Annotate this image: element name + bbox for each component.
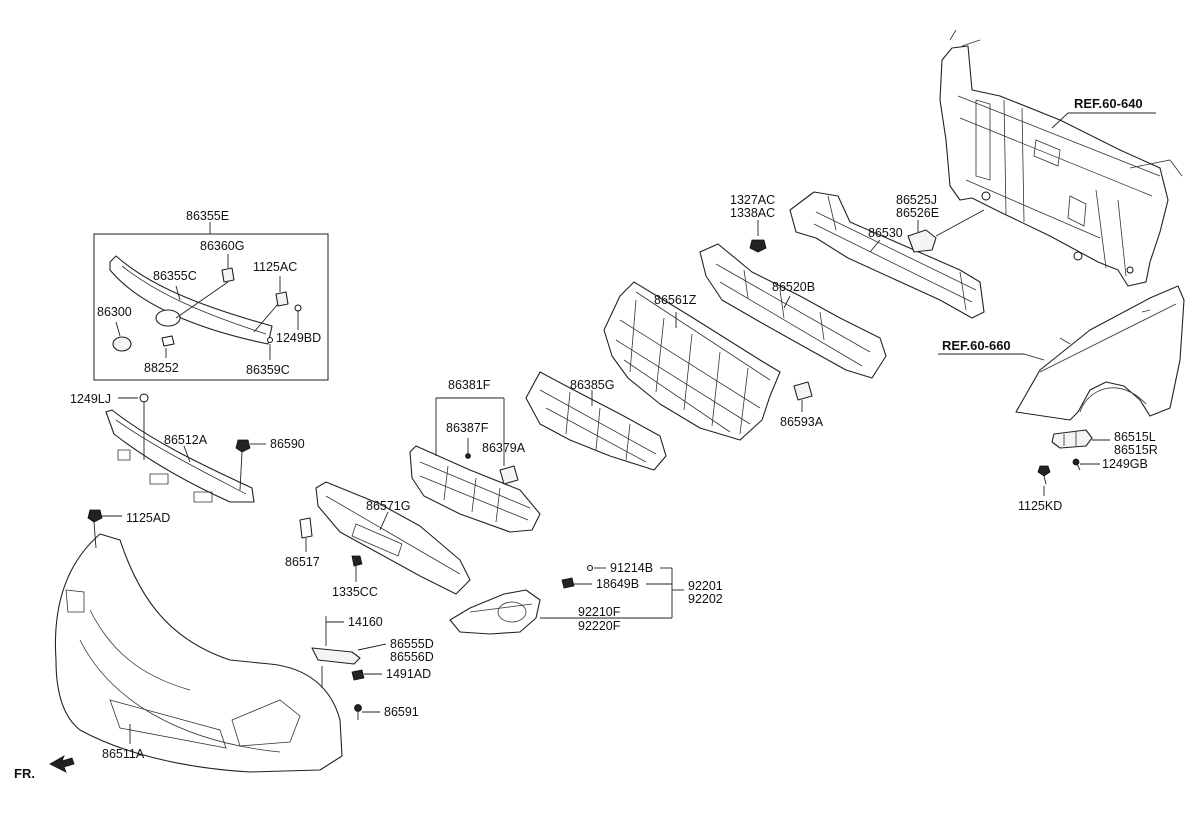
part-label-1338AC[interactable]: 1338AC: [730, 206, 775, 220]
bolt-1125KD: [1037, 465, 1051, 485]
screw-86591: [354, 704, 362, 720]
part-label-86360G[interactable]: 86360G: [200, 239, 244, 253]
bulb-91214B: [587, 565, 593, 571]
leader-bracket-to-panel: [935, 209, 985, 237]
ref-60-660-label[interactable]: REF.60-660: [942, 338, 1011, 353]
part-label-1125AC[interactable]: 1125AC: [253, 260, 297, 274]
leader-86571G: [379, 511, 389, 531]
part-label-1125KD[interactable]: 1125KD: [1018, 499, 1062, 513]
bolt-1125AD: [87, 509, 103, 549]
bolt-1249LJ: [139, 393, 149, 460]
bumper-back-beam: [789, 191, 985, 319]
part-label-86593A[interactable]: 86593A: [780, 415, 824, 429]
cover-86379A: [499, 465, 519, 485]
grille-frame: [525, 371, 667, 471]
part-label-86561Z[interactable]: 86561Z: [654, 293, 697, 307]
part-label-86355E[interactable]: 86355E: [186, 209, 229, 223]
part-label-86381F[interactable]: 86381F: [448, 378, 491, 392]
ref-60-660-leader: [1023, 353, 1045, 361]
ref-60-640-leader: [1051, 112, 1069, 129]
clip-86359C: [267, 337, 273, 343]
part-label-1249LJ[interactable]: 1249LJ: [70, 392, 111, 406]
part-label-86300[interactable]: 86300: [97, 305, 132, 319]
leader-86555D: [357, 643, 387, 651]
part-label-86520B[interactable]: 86520B: [772, 280, 815, 294]
ref-60-640-label[interactable]: REF.60-640: [1074, 96, 1143, 111]
part-label-86530[interactable]: 86530: [868, 226, 903, 240]
radiator-support-panel: [939, 29, 1183, 287]
part-label-86359C[interactable]: 86359C: [246, 363, 290, 377]
part-label-1249GB[interactable]: 1249GB: [1102, 457, 1148, 471]
clip-86387F: [465, 453, 471, 459]
part-label-86571G[interactable]: 86571G: [366, 499, 410, 513]
bumper-side-bracket: [1051, 429, 1093, 449]
part-label-88252[interactable]: 88252: [144, 361, 179, 375]
nut-1327AC: [749, 239, 767, 253]
part-label-1335CC[interactable]: 1335CC: [332, 585, 378, 599]
leader-86530: [869, 239, 881, 253]
part-label-86515R[interactable]: 86515R: [1114, 443, 1158, 457]
nut-86590: [235, 439, 251, 491]
part-label-91214B[interactable]: 91214B: [610, 561, 653, 575]
part-label-14160[interactable]: 14160: [348, 615, 383, 629]
part-label-1125AD[interactable]: 1125AD: [126, 511, 170, 525]
part-label-1327AC[interactable]: 1327AC: [730, 193, 775, 207]
clip-88252: [161, 335, 175, 347]
part-label-86556D[interactable]: 86556D: [390, 650, 434, 664]
leader-86360G-mount: [175, 281, 229, 319]
leader-1125AC-mount: [253, 303, 279, 333]
part-label-86526E[interactable]: 86526E: [896, 206, 939, 220]
leader-86512A: [183, 445, 191, 463]
part-label-86525J[interactable]: 86525J: [896, 193, 937, 207]
part-label-1491AD[interactable]: 1491AD: [386, 667, 431, 681]
emblem-mount: [155, 309, 181, 327]
screw-1249BD: [294, 304, 302, 312]
clip-86593A: [793, 381, 813, 401]
leader-86520B: [783, 295, 791, 309]
part-label-86379A[interactable]: 86379A: [482, 441, 526, 455]
upper-grille-inset-box: [93, 233, 329, 381]
bumper-upper-support: [105, 409, 255, 503]
energy-absorber: [699, 243, 887, 379]
front-fender: [1015, 285, 1185, 421]
part-label-92220F[interactable]: 92220F: [578, 619, 621, 633]
lower-garnish: [315, 481, 471, 595]
radiator-grille: [603, 281, 781, 441]
part-label-86555D[interactable]: 86555D: [390, 637, 434, 651]
part-label-86515L[interactable]: 86515L: [1114, 430, 1156, 444]
clip-86360G: [221, 267, 235, 283]
part-label-86387F[interactable]: 86387F: [446, 421, 489, 435]
part-label-18649B[interactable]: 18649B: [596, 577, 639, 591]
part-label-92202[interactable]: 92202: [688, 592, 723, 606]
part-label-86355C[interactable]: 86355C: [153, 269, 197, 283]
leader-86300: [115, 321, 121, 337]
socket-18649B: [561, 577, 575, 589]
lower-grille: [409, 445, 541, 533]
clip-1335CC: [351, 555, 363, 567]
bracket-86525J: [907, 229, 937, 253]
emblem-86300: [112, 336, 132, 352]
screw-1125AC: [275, 291, 289, 307]
front-direction-arrow-icon: [49, 755, 75, 773]
screw-1249GB: [1072, 458, 1081, 471]
part-label-86512A[interactable]: 86512A: [164, 433, 208, 447]
plug-86517: [299, 517, 313, 539]
front-direction-label: FR.: [14, 766, 35, 781]
front-bumper-cover: [54, 533, 343, 773]
clip-1491AD: [351, 669, 365, 681]
part-label-86590[interactable]: 86590: [270, 437, 305, 451]
fog-lamp-assembly: [449, 589, 541, 635]
part-label-86517[interactable]: 86517: [285, 555, 320, 569]
part-label-86511A[interactable]: 86511A: [102, 747, 145, 761]
part-label-86591[interactable]: 86591: [384, 705, 419, 719]
part-label-92201[interactable]: 92201: [688, 579, 723, 593]
part-label-1249BD[interactable]: 1249BD: [276, 331, 321, 345]
bumper-bracket-86555D: [311, 647, 361, 665]
part-label-92210F[interactable]: 92210F: [578, 605, 621, 619]
part-label-86385G[interactable]: 86385G: [570, 378, 614, 392]
leader-86355C: [175, 285, 181, 301]
upper-grille-molding: [109, 255, 273, 345]
